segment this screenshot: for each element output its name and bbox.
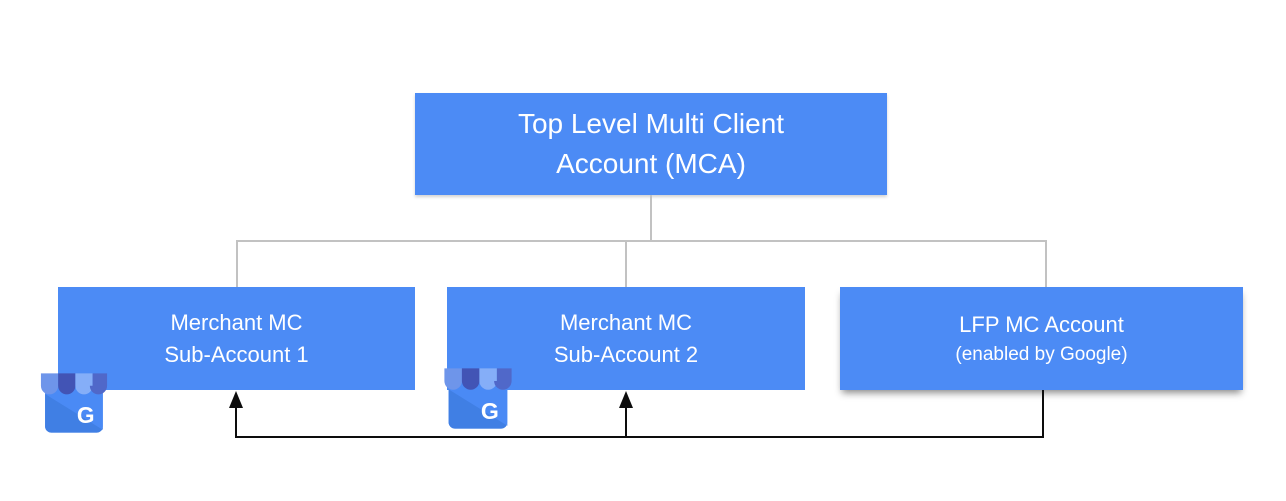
box-merchant-sub-account-2-line1: Merchant MC (559, 309, 693, 335)
box-lfp-mc-account-line2: (enabled by Google) (955, 343, 1128, 365)
arrowhead-up-sub-account-2-icon (619, 391, 633, 408)
icon-letter-g: G (77, 402, 95, 428)
box-top-level-mca-line1: Top Level Multi Client (517, 108, 785, 139)
connector-horizontal-bus (236, 240, 1047, 242)
feed-line-horizontal (235, 436, 1044, 438)
box-merchant-sub-account-1: Merchant MC Sub-Account 1 (58, 287, 415, 390)
box-lfp-mc-account: LFP MC Account (enabled by Google) (840, 287, 1243, 390)
google-business-profile-icon: G (39, 372, 109, 434)
connector-drop-sub-account-2 (625, 240, 627, 287)
box-top-level-mca: Top Level Multi Client Account (MCA) (415, 93, 887, 195)
box-merchant-sub-account-2-line2: Sub-Account 2 (553, 341, 699, 367)
connector-root-vertical (650, 195, 652, 242)
box-lfp-mc-account-line1: LFP MC Account (959, 311, 1124, 337)
connector-drop-sub-account-1 (236, 240, 238, 287)
icon-letter-g: G (481, 398, 499, 424)
connector-drop-lfp-account (1045, 240, 1047, 287)
storefront-icon: G (40, 373, 108, 433)
box-merchant-sub-account-1-line2: Sub-Account 1 (164, 341, 309, 367)
feed-line-up-sub-account-2 (625, 408, 627, 438)
box-top-level-mca-line2: Account (MCA) (556, 148, 746, 179)
arrowhead-up-sub-account-1-icon (229, 391, 243, 408)
box-merchant-sub-account-1-line1: Merchant MC (170, 309, 303, 335)
google-business-profile-icon: G (443, 367, 513, 430)
feed-line-lfp-down (1042, 390, 1044, 438)
feed-line-up-sub-account-1 (235, 408, 237, 438)
storefront-icon: G (444, 368, 512, 429)
